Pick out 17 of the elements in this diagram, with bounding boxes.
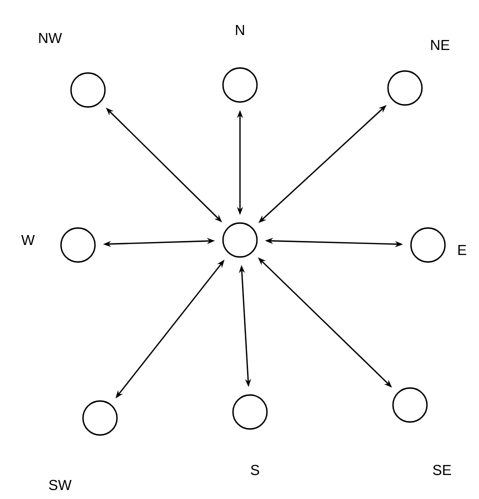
circle <box>410 227 446 263</box>
circle <box>232 394 268 430</box>
compass-label: W <box>21 235 35 245</box>
circle <box>60 227 96 263</box>
compass-label: E <box>458 245 466 255</box>
circle <box>82 400 118 436</box>
circle <box>222 67 258 103</box>
compass-label: NE <box>431 40 450 50</box>
compass-label: NW <box>39 33 62 43</box>
compass-label: SE <box>433 464 451 476</box>
circle <box>70 72 106 108</box>
circle <box>387 70 423 106</box>
circle <box>392 387 428 423</box>
circle <box>222 222 258 258</box>
compass-label: S <box>250 464 260 476</box>
compass-label: SW <box>49 480 72 490</box>
compass-label: N <box>236 25 244 35</box>
